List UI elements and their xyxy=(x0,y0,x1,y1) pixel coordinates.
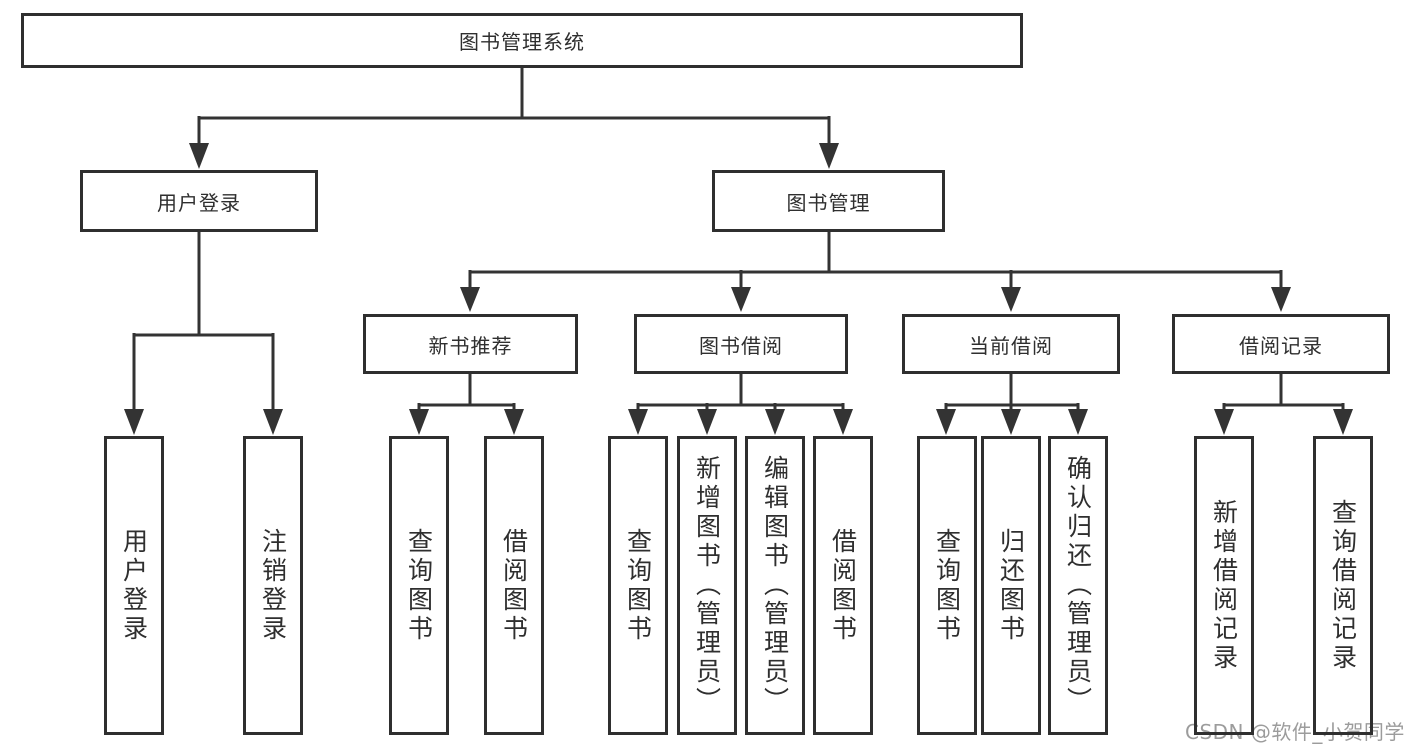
leaf-confirm-return-admin-label: 确认归还（管理员） xyxy=(1063,455,1093,716)
connector-book-management xyxy=(460,230,1291,312)
node-book-borrow-label: 图书借阅 xyxy=(699,333,783,358)
leaf-logout: 注销登录 xyxy=(243,436,303,735)
leaf-edit-book-admin-label: 编辑图书（管理员） xyxy=(760,455,790,716)
leaf-user-login-label: 用户登录 xyxy=(119,527,149,644)
node-user-login: 用户登录 xyxy=(80,170,318,232)
leaf-borrow-books-label: 借阅图书 xyxy=(828,527,858,644)
connector-book-borrow xyxy=(628,371,853,435)
connector-root xyxy=(189,66,839,169)
node-borrow-records-label: 借阅记录 xyxy=(1239,333,1323,358)
leaf-edit-book-admin: 编辑图书（管理员） xyxy=(745,436,805,735)
node-book-borrow: 图书借阅 xyxy=(634,314,848,374)
connector-user-login xyxy=(124,230,283,435)
connector-borrow-records xyxy=(1214,371,1353,435)
connector-current-borrow xyxy=(936,371,1088,435)
leaf-borrow-books-recommend-label: 借阅图书 xyxy=(499,527,529,644)
leaf-add-borrow-record-label: 新增借阅记录 xyxy=(1209,498,1239,673)
leaf-query-books-current: 查询图书 xyxy=(917,436,977,735)
leaf-confirm-return-admin: 确认归还（管理员） xyxy=(1048,436,1108,735)
csdn-watermark: CSDN @软件_小贺同学 xyxy=(1185,720,1405,744)
leaf-logout-label: 注销登录 xyxy=(258,527,288,644)
node-current-borrow-label: 当前借阅 xyxy=(969,333,1053,358)
node-new-book-recommend-label: 新书推荐 xyxy=(428,333,513,358)
leaf-return-book-label: 归还图书 xyxy=(996,527,1026,644)
leaf-query-borrow-record: 查询借阅记录 xyxy=(1313,436,1373,735)
node-new-book-recommend: 新书推荐 xyxy=(363,314,578,374)
connector-new-book-recommend xyxy=(409,371,524,435)
leaf-borrow-books-recommend: 借阅图书 xyxy=(484,436,544,735)
leaf-borrow-books: 借阅图书 xyxy=(813,436,873,735)
node-user-login-label: 用户登录 xyxy=(157,190,241,215)
node-root-label: 图书管理系统 xyxy=(459,30,585,54)
leaf-add-borrow-record: 新增借阅记录 xyxy=(1194,436,1254,735)
node-book-management-label: 图书管理 xyxy=(786,190,871,215)
leaf-query-books-recommend-label: 查询图书 xyxy=(404,527,434,644)
node-borrow-records: 借阅记录 xyxy=(1172,314,1390,374)
leaf-add-book-admin: 新增图书（管理员） xyxy=(677,436,737,735)
node-book-management: 图书管理 xyxy=(712,170,945,232)
node-root-system: 图书管理系统 xyxy=(21,13,1023,68)
node-current-borrow: 当前借阅 xyxy=(902,314,1120,374)
leaf-add-book-admin-label: 新增图书（管理员） xyxy=(692,455,722,716)
leaf-query-books-recommend: 查询图书 xyxy=(389,436,449,735)
leaf-return-book: 归还图书 xyxy=(981,436,1041,735)
leaf-query-books-borrow: 查询图书 xyxy=(608,436,668,735)
leaf-query-books-borrow-label: 查询图书 xyxy=(623,527,653,644)
leaf-query-borrow-record-label: 查询借阅记录 xyxy=(1328,498,1358,673)
leaf-query-books-current-label: 查询图书 xyxy=(932,527,962,644)
leaf-user-login: 用户登录 xyxy=(104,436,164,735)
